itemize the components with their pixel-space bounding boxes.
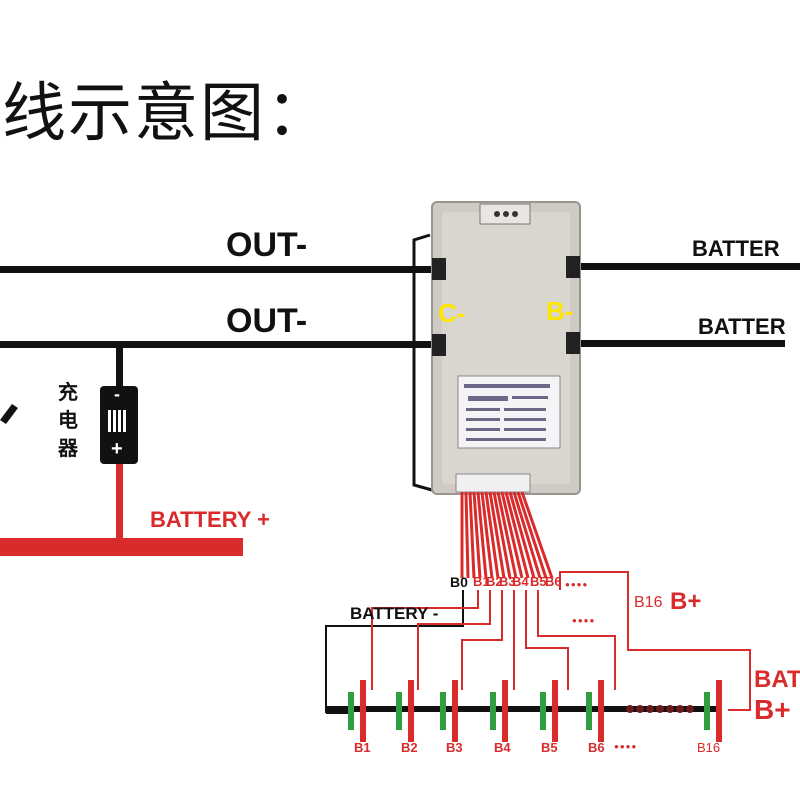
battery-label-1: BATTER — [692, 236, 780, 261]
charger-plus: + — [111, 438, 123, 460]
battery-plus-label: BATTERY + — [150, 507, 271, 532]
bms-board — [431, 201, 581, 495]
out-wire-2 — [0, 341, 445, 348]
cell-label-b16: B16 — [697, 740, 721, 755]
battery-label-2: BATTER — [698, 314, 786, 339]
tap-dots-2: ●●●● — [572, 616, 596, 625]
bat-right-label: BAT — [754, 666, 800, 693]
b-minus-label: B- — [546, 296, 574, 326]
tap-b6: B6 — [545, 574, 562, 589]
b16-top-plus: B+ — [670, 588, 702, 615]
cell-label-b5: B5 — [541, 740, 558, 755]
charger-wire-red — [116, 460, 123, 540]
battery-minus-label: BATTERY - — [350, 604, 439, 623]
tap-b2: B2 — [486, 574, 503, 589]
charger-label: 充 电 器 — [58, 378, 78, 462]
battery-plus-wire — [0, 538, 243, 556]
tap-dots-1: ●●●● — [565, 580, 589, 589]
charger-char-2: 电 — [58, 408, 78, 432]
charger-minus: - — [114, 384, 120, 404]
tap-b1: B1 — [473, 574, 490, 589]
b16-top-label: B16 — [634, 594, 663, 611]
cell-label-b3: B3 — [446, 740, 463, 755]
tap-b3: B3 — [499, 574, 516, 589]
charger-char-1: 充 — [58, 380, 78, 404]
out-minus-label-2: OUT- — [226, 302, 308, 340]
cell-label-b6: B6 — [588, 740, 605, 755]
battery-wire-1 — [565, 263, 800, 270]
balance-ribbon — [460, 491, 554, 579]
battery-wire-2 — [565, 340, 785, 347]
cell-label-b2: B2 — [401, 740, 418, 755]
charger-wire-black — [116, 341, 123, 389]
charger-char-3: 器 — [58, 436, 78, 460]
left-edge-partial — [0, 404, 18, 424]
cell-dots: ●●●● — [614, 742, 638, 751]
out-wire-1 — [0, 266, 445, 273]
out-minus-label-1: OUT- — [226, 226, 308, 264]
board-loop-wire — [412, 233, 433, 492]
b-plus-right-label: B+ — [754, 694, 791, 725]
c-minus-label: C- — [438, 298, 466, 328]
charger-plug — [100, 386, 138, 464]
battery-string — [325, 571, 751, 742]
cell-label-b4: B4 — [494, 740, 511, 755]
tap-b5: B5 — [530, 574, 547, 589]
tap-b4: B4 — [512, 574, 529, 589]
cell-label-b1: B1 — [354, 740, 371, 755]
page-title: 线示意图： — [2, 77, 332, 151]
tap-b0: B0 — [450, 574, 468, 590]
